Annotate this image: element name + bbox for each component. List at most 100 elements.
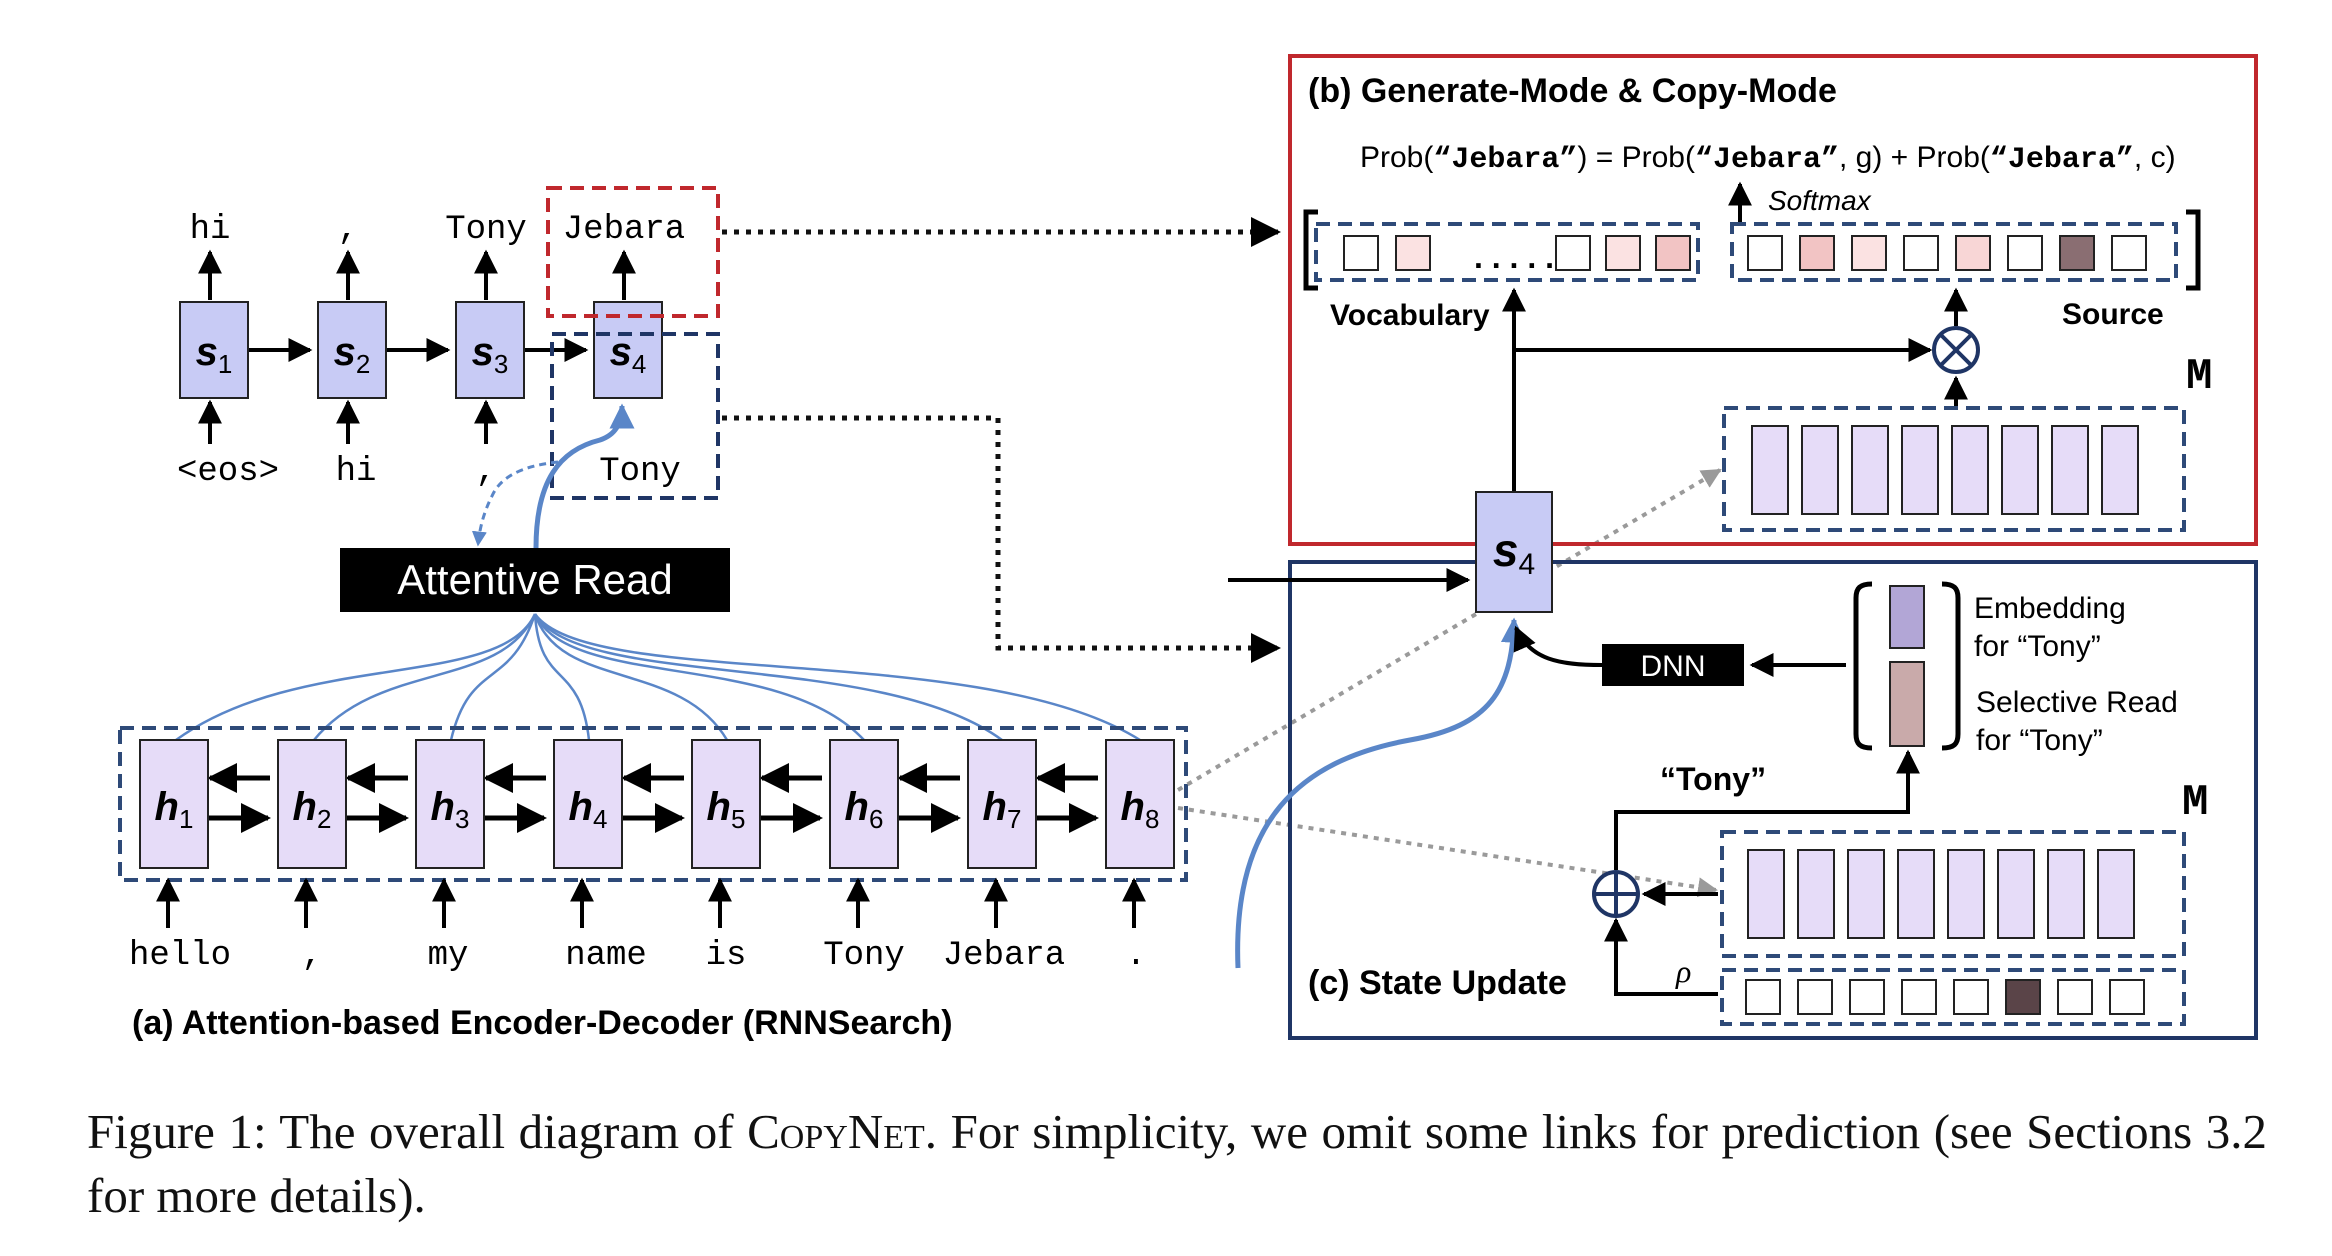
vocab-cell bbox=[1605, 235, 1641, 271]
decoder-output-3: Jebara bbox=[563, 211, 685, 249]
rho-to-plus-arrow bbox=[1604, 917, 1718, 996]
plus-operator bbox=[1592, 870, 1640, 918]
dnn-to-s4-arrow bbox=[1513, 625, 1603, 667]
rho-cell bbox=[1849, 979, 1885, 1015]
source-cell bbox=[2059, 235, 2095, 271]
svg-text:h8: h8 bbox=[1121, 785, 1160, 834]
tony-quote-label: “Tony” bbox=[1660, 761, 1766, 797]
memory-group-c bbox=[1720, 830, 2186, 958]
encoder-input-3: name bbox=[565, 937, 647, 975]
decoder-state-s4: s4 bbox=[593, 301, 663, 399]
left-curly-bracket bbox=[1853, 581, 1873, 751]
encoder-input-4: is bbox=[706, 937, 747, 975]
vocab-ellipsis: . . . . . bbox=[1474, 239, 1554, 275]
svg-text:h4: h4 bbox=[569, 785, 608, 834]
svg-text:s1: s1 bbox=[196, 330, 233, 379]
decoder-input-arrows bbox=[198, 399, 498, 444]
memory-label-b: M bbox=[2186, 352, 2212, 402]
decoder-output-0: hi bbox=[190, 211, 231, 249]
svg-text:DNN: DNN bbox=[1641, 650, 1706, 683]
encoder-input-7: . bbox=[1126, 937, 1146, 975]
rho-label: ρ bbox=[1675, 953, 1691, 989]
plus-to-selective-read-arrow bbox=[1614, 749, 1920, 870]
encoder-dashed-box bbox=[118, 726, 1188, 882]
svg-text:s2: s2 bbox=[334, 330, 371, 379]
source-cell bbox=[2007, 235, 2043, 271]
rho-cell bbox=[2109, 979, 2145, 1015]
svg-text:h2: h2 bbox=[293, 785, 332, 834]
h8-to-memory-c bbox=[1177, 806, 1718, 898]
embedding-label-1: Embedding bbox=[1974, 592, 2126, 625]
figure-caption: Figure 1: The overall diagram of CopyNet… bbox=[87, 1104, 2267, 1223]
copynet-name: CopyNet bbox=[747, 1104, 925, 1159]
svg-text:Attentive Read: Attentive Read bbox=[397, 556, 673, 603]
encoder-input-5: Tony bbox=[823, 937, 905, 975]
decoder-input-0: <eos> bbox=[177, 453, 279, 491]
vocab-cell bbox=[1655, 235, 1691, 271]
central-state-s4: s4 bbox=[1475, 491, 1553, 613]
rho-group bbox=[1720, 968, 2186, 1026]
memory-slots-b bbox=[1751, 425, 2139, 515]
decoder-output-1: , bbox=[338, 211, 358, 249]
copy-probability-formula: Prob(“Jebara”) = Prob(“Jebara”, g) + Pro… bbox=[1360, 141, 2176, 177]
decoder-state-s1: s1 bbox=[179, 301, 249, 399]
source-cell bbox=[1851, 235, 1887, 271]
source-cell bbox=[1903, 235, 1939, 271]
memory-group-b bbox=[1722, 406, 2186, 532]
rho-cell bbox=[1745, 979, 1781, 1015]
decoder-state-s2: s2 bbox=[317, 301, 387, 399]
encoder-input-0: hello bbox=[129, 937, 231, 975]
panel-b: (b) Generate-Mode & Copy-Mode Prob(“Jeba… bbox=[1288, 54, 2258, 546]
encoder-state-h1: h1 bbox=[139, 739, 209, 869]
svg-text:h3: h3 bbox=[431, 785, 470, 834]
encoder-group: h1 h2 h3 h4 h5 h6 h7 h8 bbox=[118, 726, 1188, 1042]
selective-read-label-2: for “Tony” bbox=[1976, 724, 2103, 757]
svg-text:s3: s3 bbox=[472, 330, 509, 379]
decoder-output-arrows bbox=[198, 249, 636, 300]
attentive-read-to-s4-curve bbox=[533, 403, 635, 549]
dotted-connector-to-c bbox=[722, 415, 1281, 663]
decoder-input-1: hi bbox=[336, 453, 377, 491]
attentive-read-curve-into-s4 bbox=[1235, 617, 1526, 969]
embedding-vector bbox=[1889, 585, 1925, 649]
vocab-cell bbox=[1555, 235, 1591, 271]
svg-text:s4: s4 bbox=[1493, 524, 1535, 581]
panel-c-title: (c) State Update bbox=[1308, 964, 1567, 1002]
svg-text:h1: h1 bbox=[155, 785, 194, 834]
panel-b-title: (b) Generate-Mode & Copy-Mode bbox=[1308, 72, 1837, 110]
decoder-input-3: Tony bbox=[599, 453, 681, 491]
right-curly-bracket bbox=[1941, 581, 1961, 751]
encoder-state-h2: h2 bbox=[277, 739, 347, 869]
source-group bbox=[1730, 222, 2178, 282]
panel-c: DNN Embedding for “Tony” Selective Read … bbox=[1228, 560, 2258, 1040]
vocabulary-group bbox=[1314, 222, 1700, 282]
attention-lines bbox=[175, 613, 1141, 742]
encoder-state-h5: h5 bbox=[691, 739, 761, 869]
encoder-state-h4: h4 bbox=[553, 739, 623, 869]
svg-text:h7: h7 bbox=[983, 785, 1022, 834]
encoder-input-1: , bbox=[302, 937, 322, 975]
rho-cell bbox=[1797, 979, 1833, 1015]
encoder-input-2: my bbox=[428, 937, 469, 975]
vocab-cell bbox=[1343, 235, 1379, 271]
copynet-diagram: s1 s2 s3 s4 hi , Tony Jebara <eos> hi , … bbox=[118, 54, 2258, 1042]
rho-cell bbox=[1901, 979, 1937, 1015]
dnn-block: DNN bbox=[1602, 644, 1744, 686]
source-cell bbox=[1747, 235, 1783, 271]
multiply-operator bbox=[1932, 326, 1980, 374]
decoder-group: s1 s2 s3 s4 hi , Tony Jebara <eos> hi , … bbox=[177, 186, 1281, 663]
selective-read-label-1: Selective Read bbox=[1976, 686, 2178, 719]
encoder-state-h3: h3 bbox=[415, 739, 485, 869]
vocabulary-label: Vocabulary bbox=[1330, 299, 1490, 332]
embedding-label-2: for “Tony” bbox=[1974, 630, 2101, 663]
state-update-highlight-box bbox=[550, 332, 720, 500]
encoder-input-arrows bbox=[156, 877, 1146, 928]
source-cell bbox=[1955, 235, 1991, 271]
rho-cell bbox=[1953, 979, 1989, 1015]
generate-highlight-box bbox=[546, 186, 720, 318]
decoder-output-2: Tony bbox=[445, 211, 527, 249]
encoder-arrows bbox=[207, 763, 1099, 833]
left-bracket bbox=[1303, 209, 1318, 291]
source-cell bbox=[2111, 235, 2147, 271]
softmax-label: Softmax bbox=[1768, 185, 1872, 216]
